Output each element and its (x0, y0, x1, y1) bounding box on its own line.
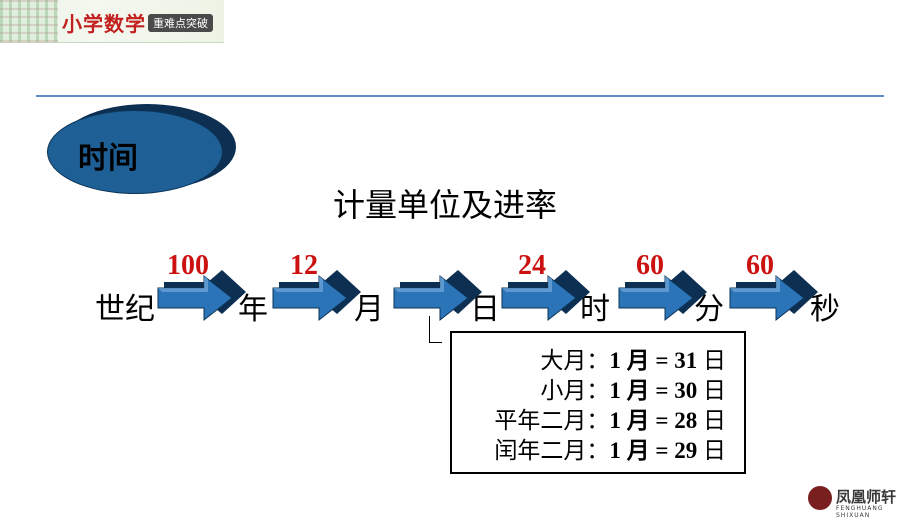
rate-year-month: 12 (290, 250, 318, 281)
unit-hour: 时 (580, 292, 610, 327)
month-row-name: 平年二月： (494, 408, 610, 433)
brand-badge: 重难点突破 (148, 14, 213, 32)
month-row-value: 29 (674, 438, 698, 463)
section-label: 时间 (78, 141, 138, 176)
month-row-name: 小月： (540, 378, 610, 403)
callout-connector (429, 316, 442, 343)
phoenix-seal-icon (808, 486, 832, 510)
month-row-expr: 1 月 = (609, 378, 675, 403)
brand-title: 小学数学 (62, 12, 146, 36)
month-row: 大月：1 月 = 31 日 (540, 341, 726, 375)
month-row-unit: 日 (697, 348, 726, 373)
month-row-unit: 日 (697, 408, 726, 433)
rate-hour-minute: 60 (636, 250, 664, 281)
arrow-right-icon (393, 270, 482, 322)
arrow-right-icon (501, 270, 590, 322)
logo-subtext: FENGHUANG SHIXUAN (836, 505, 884, 519)
rate-century-year: 100 (167, 250, 209, 281)
arrow-right-icon (157, 270, 246, 322)
arrow-right-icon (272, 270, 361, 322)
unit-century: 世纪 (95, 292, 155, 327)
month-row-unit: 日 (697, 438, 726, 463)
rate-day-hour: 24 (518, 250, 546, 281)
month-row: 闰年二月：1 月 = 29 日 (494, 431, 726, 465)
rate-minute-second: 60 (746, 250, 774, 281)
header-pattern-decoration (0, 0, 58, 42)
header-banner: 小学数学 重难点突破 (0, 0, 224, 43)
header-divider (36, 95, 884, 97)
month-row-value: 30 (674, 378, 698, 403)
unit-month: 月 (354, 292, 384, 327)
unit-second: 秒 (810, 292, 840, 327)
month-days-box: 大月：1 月 = 31 日 小月：1 月 = 30 日 平年二月：1 月 = 2… (450, 331, 746, 474)
logo-text: 凤凰师轩 (836, 488, 897, 506)
section-ellipse (47, 110, 223, 194)
month-row: 小月：1 月 = 30 日 (540, 371, 726, 405)
month-row-value: 31 (674, 348, 698, 373)
month-row-unit: 日 (697, 378, 726, 403)
unit-year: 年 (238, 292, 268, 327)
month-row-expr: 1 月 = (609, 408, 675, 433)
month-row-name: 闰年二月： (494, 438, 610, 463)
arrow-right-icon (729, 270, 818, 322)
month-row-name: 大月： (540, 348, 610, 373)
month-row-expr: 1 月 = (609, 348, 675, 373)
month-row-expr: 1 月 = (609, 438, 675, 463)
month-row-value: 28 (674, 408, 698, 433)
month-row: 平年二月：1 月 = 28 日 (494, 401, 726, 435)
page-title: 计量单位及进率 (333, 186, 558, 224)
footer-logo: 凤凰师轩 FENGHUANG SHIXUAN (808, 486, 918, 519)
arrow-right-icon (618, 270, 707, 322)
